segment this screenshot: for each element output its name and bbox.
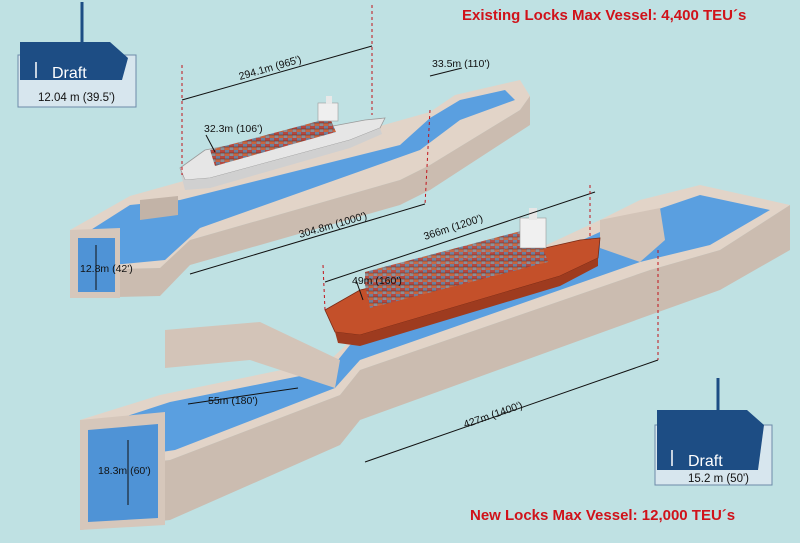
existing-lock-water xyxy=(75,90,515,268)
new-draft-value: 15.2 m (50') xyxy=(688,473,749,485)
new-lock-width-label: 55m (180') xyxy=(208,395,258,407)
existing-draft-label: Draft xyxy=(52,65,87,82)
reference-dashes xyxy=(181,5,659,360)
new-draft-label: Draft xyxy=(688,453,723,470)
new-draft-box: Draft 15.2 m (50') xyxy=(654,378,773,486)
new-locks-title: New Locks Max Vessel: 12,000 TEU´s xyxy=(470,507,735,524)
new-ship xyxy=(324,208,601,346)
existing-ship xyxy=(179,96,386,190)
new-chamber-depth-label: 18.3m (60') xyxy=(98,465,151,477)
dimension-lines xyxy=(95,45,659,505)
existing-chamber-depth-label: 12.8m (42') xyxy=(80,263,133,275)
existing-lock-width-label: 33.5m (110') xyxy=(432,58,490,70)
existing-draft-value: 12.04 m (39.5') xyxy=(38,92,115,104)
existing-draft-box: Draft 12.04 m (39.5') xyxy=(17,2,137,108)
new-lock-end-water xyxy=(88,424,158,522)
new-lock-water xyxy=(90,195,770,462)
new-ship-length-label: 366m (1200') xyxy=(422,212,484,242)
new-chamber-length-label: 427m (1400') xyxy=(462,399,524,430)
new-ship-beam-label: 49m (160') xyxy=(352,275,402,287)
existing-locks-title: Existing Locks Max Vessel: 4,400 TEU´s xyxy=(462,7,746,24)
existing-ship-beam-label: 32.3m (106') xyxy=(204,123,263,135)
existing-lock-structure xyxy=(70,80,530,298)
new-lock-structure xyxy=(80,185,790,530)
